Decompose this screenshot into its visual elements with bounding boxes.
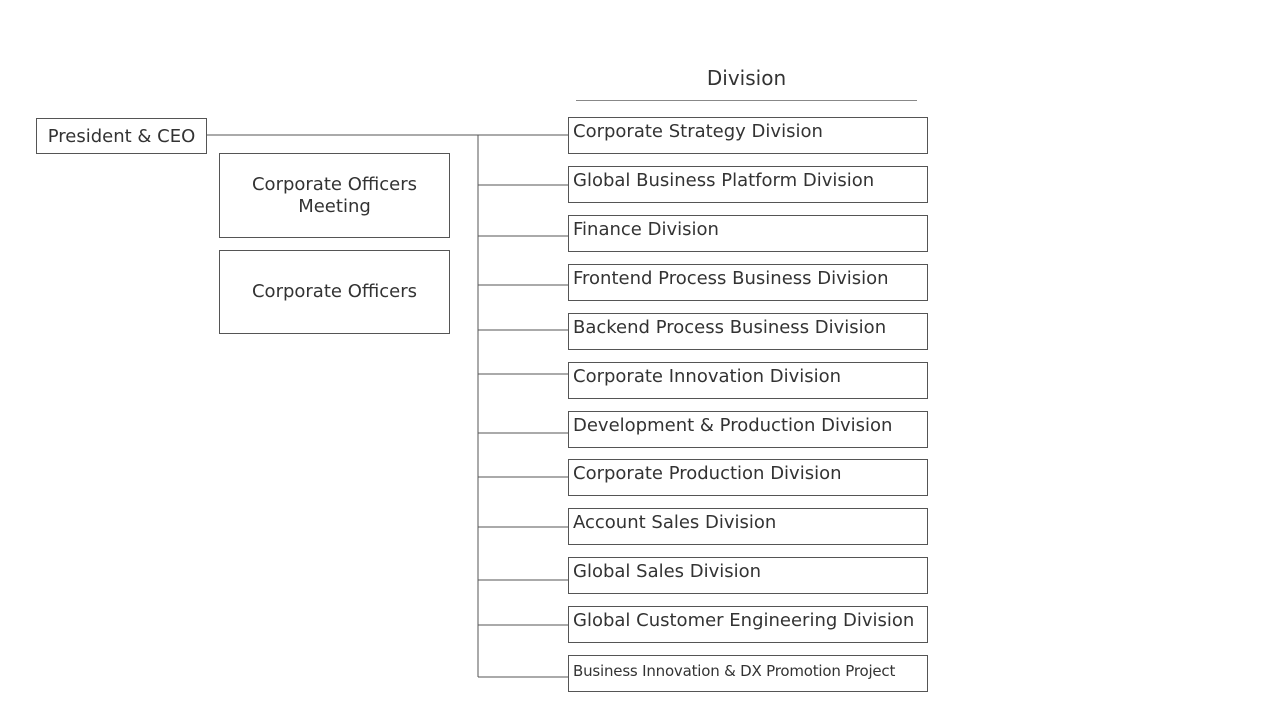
- division-label: Business Innovation & DX Promotion Proje…: [573, 662, 896, 680]
- division-label: Global Sales Division: [573, 561, 762, 582]
- division-box: Finance Division: [568, 215, 928, 252]
- officers-box: Corporate Officers: [219, 250, 450, 334]
- division-label: Global Business Platform Division: [573, 170, 875, 191]
- officers-meeting-box: Corporate Officers Meeting: [219, 153, 450, 238]
- division-label: Backend Process Business Division: [573, 317, 887, 338]
- division-label: Frontend Process Business Division: [573, 268, 889, 289]
- division-header: Division: [706, 66, 787, 90]
- officers-meeting-line1: Corporate Officers: [251, 173, 418, 195]
- division-label: Finance Division: [573, 219, 719, 240]
- division-box: Backend Process Business Division: [568, 313, 928, 350]
- division-box: Global Sales Division: [568, 557, 928, 594]
- division-box: Development & Production Division: [568, 411, 928, 448]
- branch-lines: [478, 184, 568, 678]
- division-label: Corporate Production Division: [573, 463, 842, 484]
- division-box: Corporate Strategy Division: [568, 117, 928, 154]
- division-box: Global Customer Engineering Division: [568, 606, 928, 643]
- ceo-box: President & CEO: [36, 118, 207, 154]
- division-label: Development & Production Division: [573, 415, 893, 436]
- division-box: Corporate Production Division: [568, 459, 928, 496]
- division-label: Corporate Strategy Division: [573, 121, 823, 142]
- division-label: Account Sales Division: [573, 512, 777, 533]
- ceo-label: President & CEO: [47, 125, 196, 147]
- officers-meeting-line2: Meeting: [298, 195, 371, 217]
- division-label: Global Customer Engineering Division: [573, 610, 915, 631]
- division-box: Account Sales Division: [568, 508, 928, 545]
- division-box: Frontend Process Business Division: [568, 264, 928, 301]
- officers-label: Corporate Officers: [251, 281, 418, 302]
- division-box: Business Innovation & DX Promotion Proje…: [568, 655, 928, 692]
- division-label: Corporate Innovation Division: [573, 366, 842, 387]
- division-box: Corporate Innovation Division: [568, 362, 928, 399]
- division-header-rule: [576, 100, 917, 101]
- division-box: Global Business Platform Division: [568, 166, 928, 203]
